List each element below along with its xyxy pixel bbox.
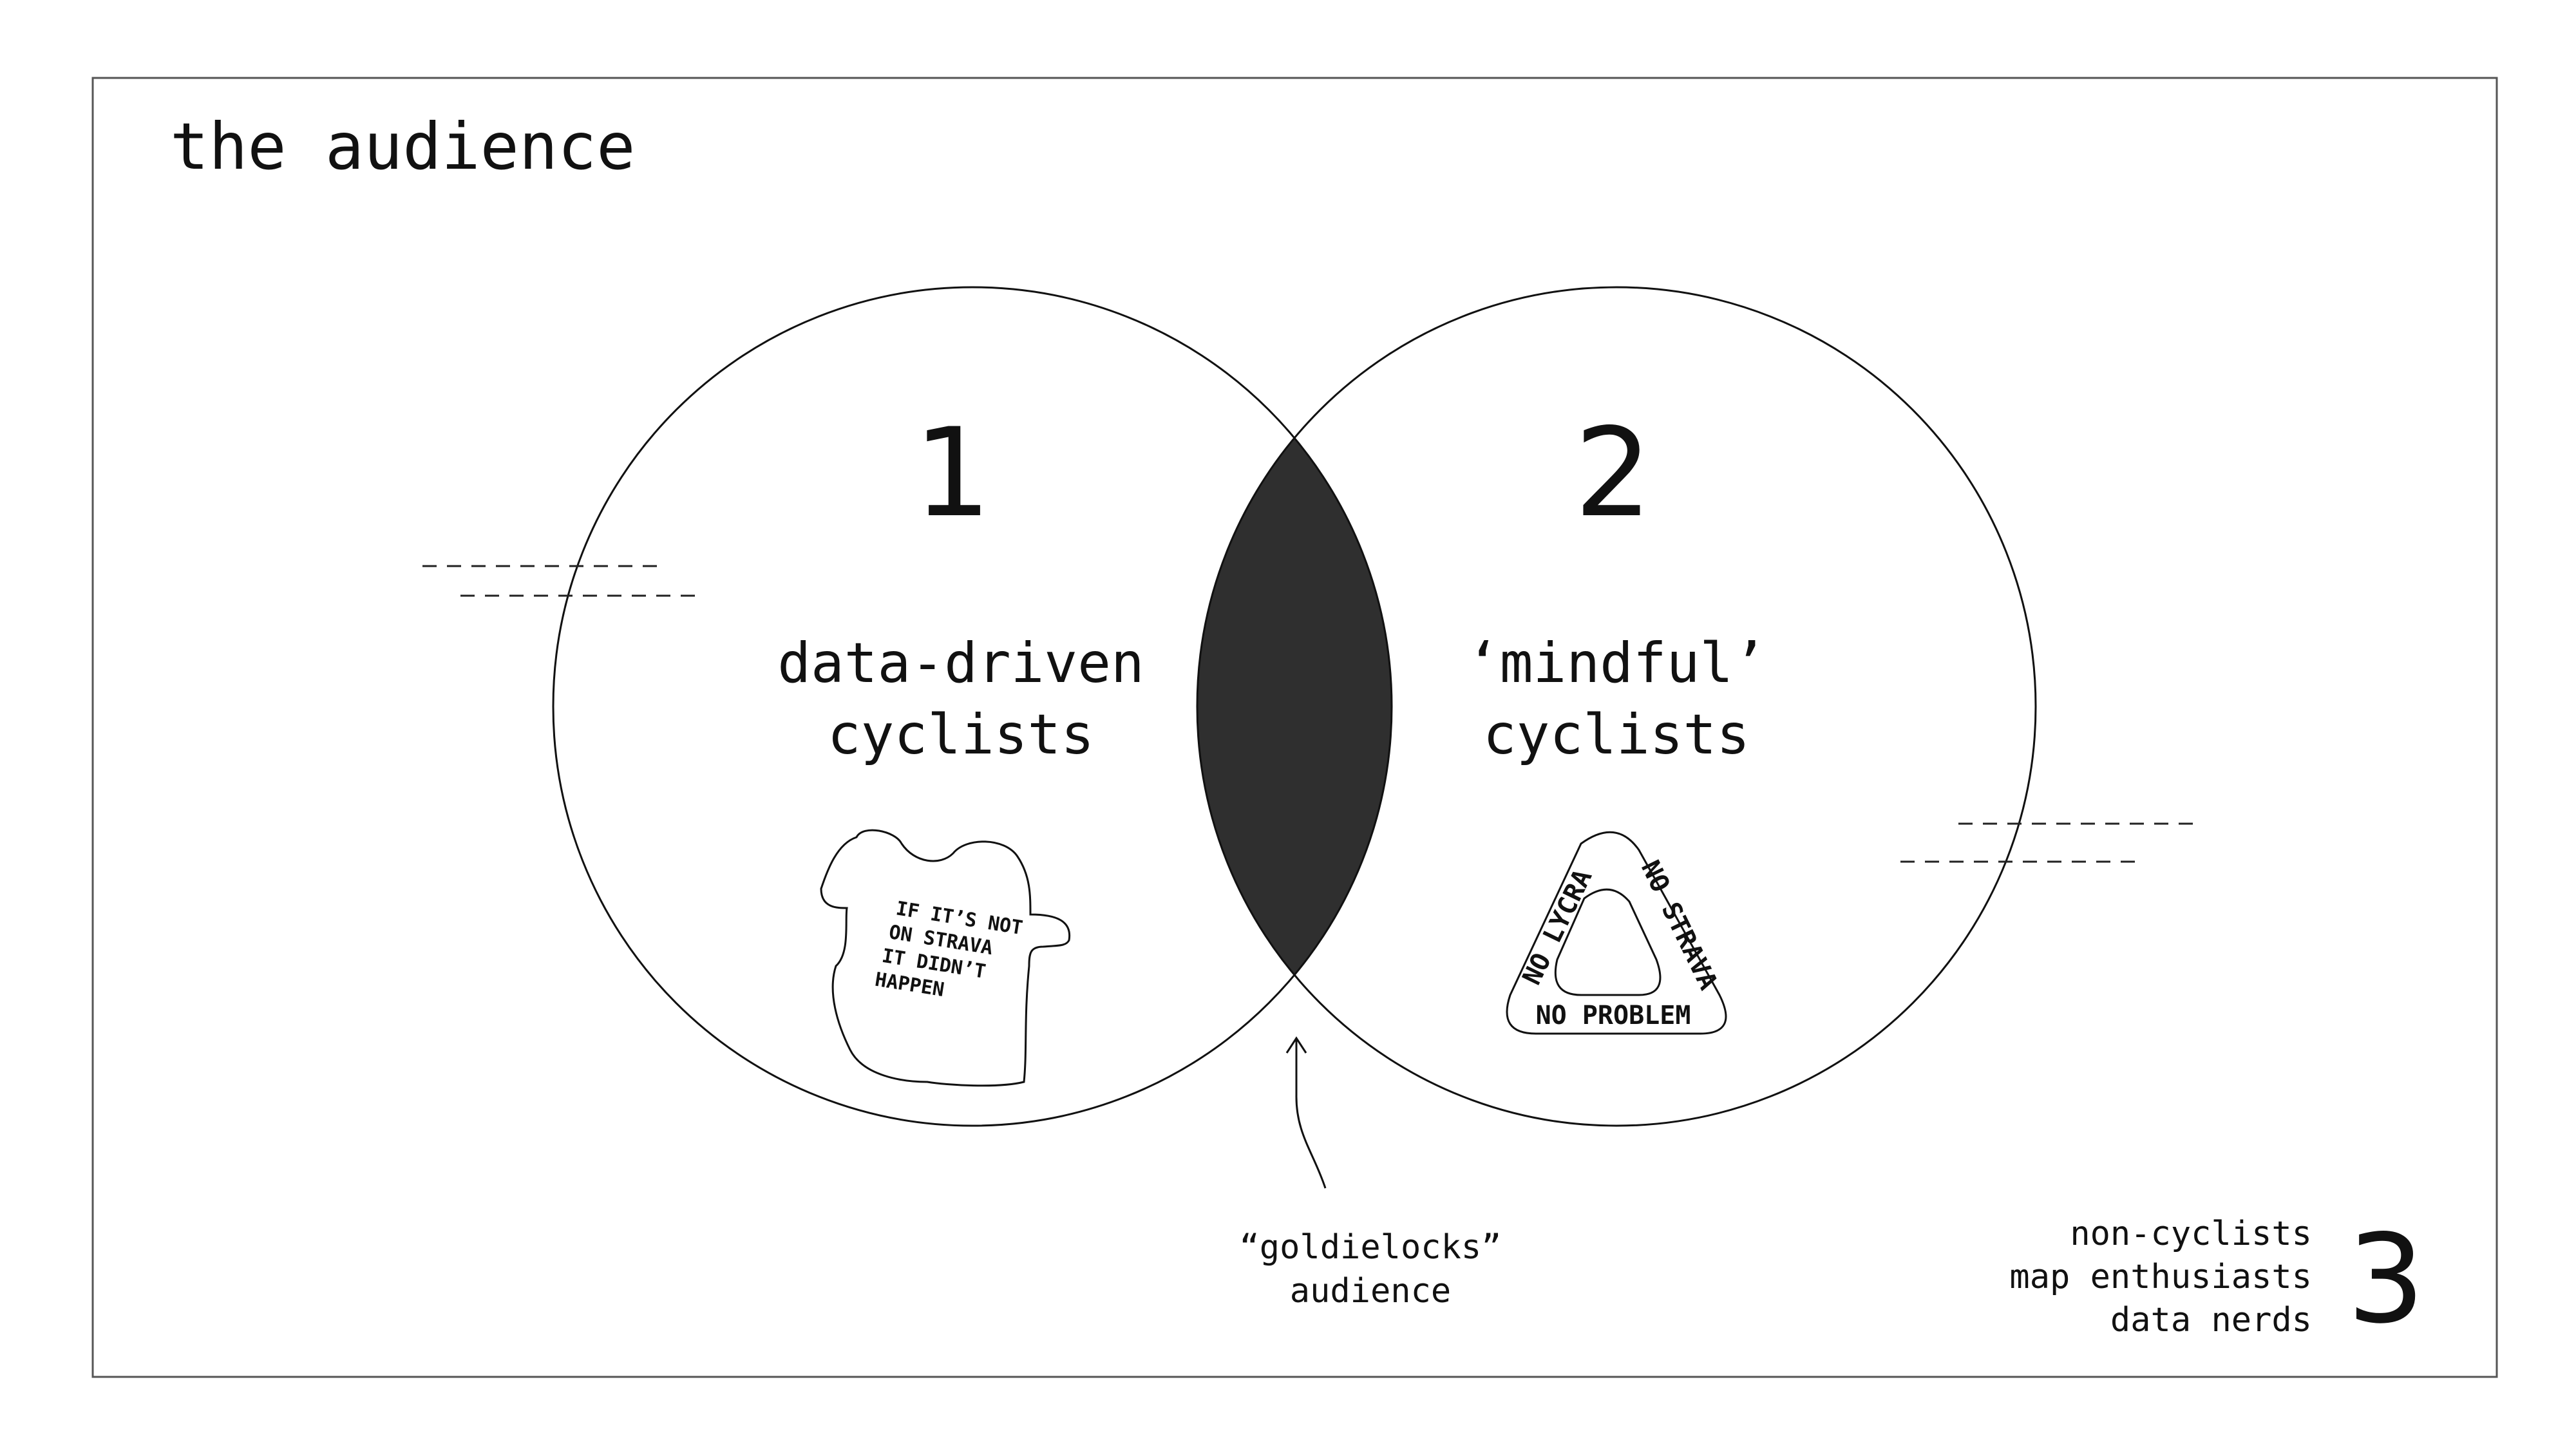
group-1-label-line2: cyclists [828,703,1094,767]
overlap-label-line2: audience [1290,1272,1451,1311]
slide-title: the audience [170,109,635,184]
group-2-number: 2 [1575,402,1653,544]
group-3-item-2: map enthusiasts [2009,1258,2312,1296]
overlap-label-line1: “goldielocks” [1240,1228,1502,1267]
venn-circle-left [552,286,1393,1127]
group-2-label-line1: ‘mindful’ [1466,631,1766,696]
dash-lines-right [1900,822,2202,863]
group-3-item-3: data nerds [2110,1301,2312,1340]
group-2-label-line2: cyclists [1483,703,1750,767]
badge-bottom-text: NO PROBLEM [1536,1001,1691,1030]
tshirt-illustration: IF IT’S NOT ON STRAVA IT DIDN’T HAPPEN [820,829,1071,1087]
group-3-number: 3 [2347,1208,2425,1350]
slide-frame [91,77,2498,1378]
group-3-item-1: non-cyclists [2070,1215,2312,1253]
no-lycra-badge: NO LYCRA NO STRAVA NO PROBLEM [1506,831,1727,1035]
group-1-label-line1: data-driven [777,631,1144,696]
venn-circle-right [1196,286,2037,1127]
group-1-number: 1 [914,402,992,544]
arrow-icon [1285,1036,1327,1189]
dash-lines-left [422,565,702,597]
